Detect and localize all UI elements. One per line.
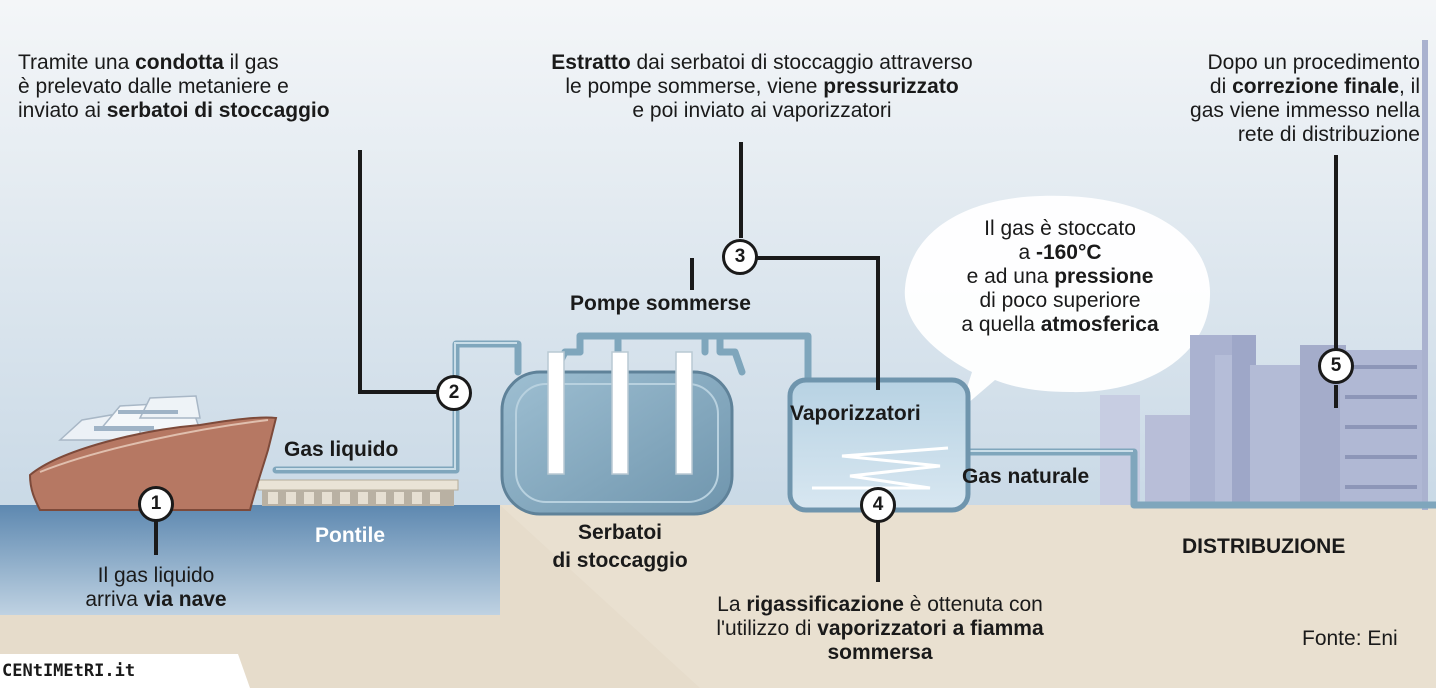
text-line: Il gas liquido: [97, 564, 215, 587]
label-gas-naturale: Gas naturale: [962, 465, 1090, 488]
text-line: di poco superiore: [979, 289, 1141, 312]
text-line: Dopo un procedimento: [1207, 51, 1420, 74]
text-line: gas viene immesso nella: [1190, 99, 1420, 122]
label-di-stoccaggio: di stoccaggio: [552, 549, 688, 572]
step-3-description: Estratto dai serbatoi di stoccaggio attr…: [490, 51, 1034, 123]
label-serbatoi: Serbatoi: [577, 521, 663, 544]
submersible-pumps: [547, 351, 693, 475]
text-line: e ad una pressione: [966, 265, 1154, 288]
ground-shade: [500, 505, 1436, 688]
label-pontile: Pontile: [315, 524, 386, 547]
text-line: Tramite una condotta il gas: [18, 51, 279, 74]
source-credit: Fonte: Eni: [1302, 627, 1398, 650]
text-line: sommersa: [827, 641, 933, 664]
vaporizer-coil: [812, 446, 949, 490]
label-gas-liquido: Gas liquido: [284, 438, 399, 461]
text-line: rete di distribuzione: [1237, 123, 1420, 146]
text-line: e poi inviato ai vaporizzatori: [632, 99, 892, 122]
text-line: è prelevato dalle metaniere e: [18, 75, 289, 98]
step-4-marker: 4: [860, 487, 896, 523]
pier: [257, 479, 459, 506]
callout-cloud: [904, 195, 1211, 410]
text-line: l'utilizzo di vaporizzatori a fiamma: [716, 617, 1044, 640]
text-line: Estratto dai serbatoi di stoccaggio attr…: [551, 51, 973, 74]
sea: [0, 505, 500, 615]
step-5-marker: 5: [1318, 348, 1354, 384]
text-line: inviato ai serbatoi di stoccaggio: [18, 99, 330, 122]
step-1-marker: 1: [138, 486, 174, 522]
label-vaporizzatori: Vaporizzatori: [790, 402, 921, 425]
text-line: a -160°C: [1018, 241, 1102, 264]
lng-ship: [28, 395, 278, 511]
text-line: La rigassificazione è ottenuta con: [717, 593, 1043, 616]
label-distribuzione: DISTRIBUZIONE: [1182, 535, 1346, 558]
text-line: Il gas è stoccato: [984, 217, 1136, 240]
text-line: arriva via nave: [85, 588, 227, 611]
brand-tag-bg: [0, 654, 250, 688]
text-line: a quella atmosferica: [961, 313, 1159, 336]
label-pompe-sommerse: Pompe sommerse: [570, 292, 751, 315]
step-3-marker: 3: [722, 239, 758, 275]
leader-lines: [154, 142, 1338, 582]
brand-logo: CENtIMEtRI.it: [2, 661, 136, 681]
text-line: le pompe sommerse, viene pressurizzato: [565, 75, 959, 98]
text-line: di correzione finale, il: [1209, 75, 1420, 98]
step-2-marker: 2: [436, 375, 472, 411]
